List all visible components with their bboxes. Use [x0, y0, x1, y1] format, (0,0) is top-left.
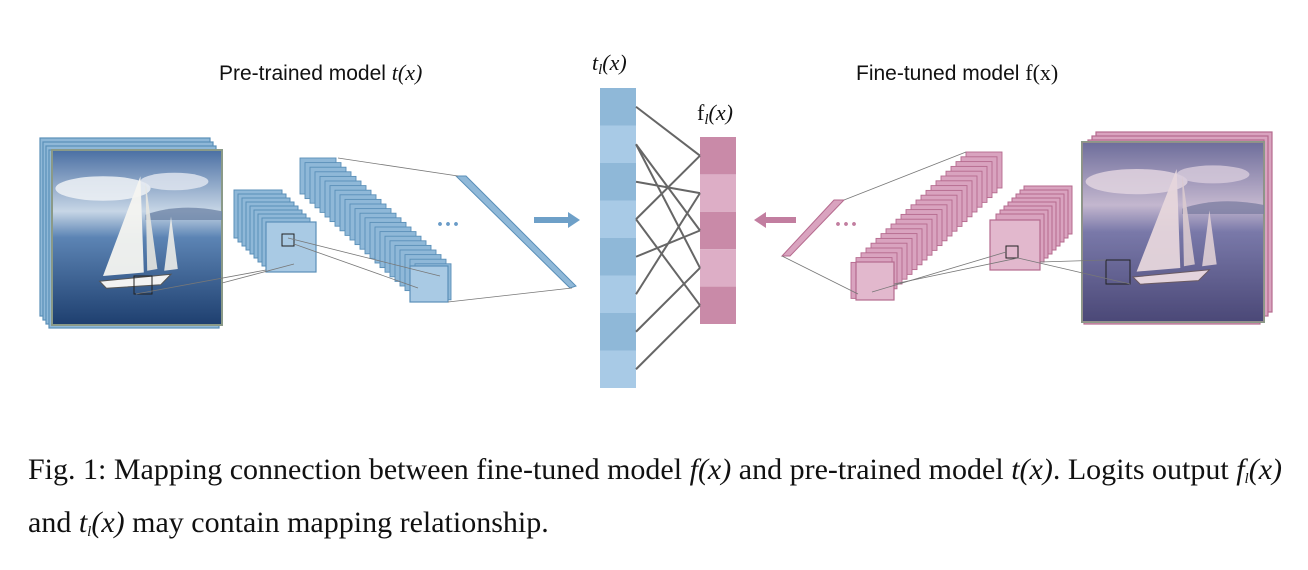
student-input-photo-foresail [1182, 174, 1195, 267]
finetuned-title-text: Fine-tuned model [856, 62, 1026, 85]
student-connector [1039, 259, 1107, 263]
student-logits-arg: (x) [708, 100, 733, 125]
student-conv1-front [989, 219, 1041, 271]
teacher-logit-cell [600, 350, 636, 388]
teacher-input-photo-foresail [145, 181, 158, 271]
caption-math-tl-sub: l [87, 524, 92, 540]
teacher-arrow-shaft [534, 217, 570, 223]
caption-math-fl: f [1236, 453, 1245, 486]
teacher-conv2-front [409, 265, 449, 303]
student-receptive-field [1105, 259, 1131, 285]
teacher-connector [221, 263, 295, 284]
teacher-logits-label: tl(x) [592, 50, 627, 79]
teacher-logit-cell [600, 88, 636, 126]
student-input-photo-jib [1202, 210, 1217, 267]
student-logit-cell [700, 249, 736, 287]
logit-mapping-line [635, 192, 701, 295]
caption-part2: and pre-trained model [731, 453, 1012, 486]
caption-part4: and [28, 506, 79, 539]
student-input-photo-tint [1082, 142, 1264, 322]
student-arrow-shaft [764, 217, 796, 223]
teacher-connector [337, 157, 459, 177]
teacher-receptive-field [133, 275, 153, 295]
logit-mapping-line [635, 105, 701, 157]
teacher-connector [135, 269, 267, 295]
diagram-canvas [39, 88, 1273, 388]
student-input-photo-hull [1131, 269, 1211, 285]
caption-math-t: t(x) [1011, 453, 1053, 486]
teacher-logit-cell [600, 163, 636, 201]
teacher-input-photo-hull [98, 273, 173, 289]
student-logit-cell [700, 137, 736, 175]
student-logit-cell [700, 286, 736, 324]
student-input-photo-cloud [1176, 165, 1250, 184]
student-connector [781, 255, 859, 295]
teacher-logit-cell [600, 238, 636, 276]
logit-mapping-line [635, 143, 701, 269]
student-logits-sub: l [704, 112, 709, 128]
logit-mapping-line [635, 154, 701, 220]
teacher-logit-cell [600, 275, 636, 313]
teacher-logits-base: t [592, 50, 599, 75]
logit-mapping-line [635, 267, 701, 333]
student-connector [843, 151, 967, 201]
student-connector [871, 251, 1007, 293]
caption-math-tl-arg: (x) [91, 506, 125, 539]
figure-caption: Fig. 1: Mapping connection between fine-… [28, 448, 1282, 554]
student-conv2-front [855, 261, 895, 301]
student-input-photo-mainsail [1136, 169, 1181, 272]
caption-part5: may contain mapping relationship. [124, 506, 549, 539]
student-connector [893, 257, 1019, 285]
teacher-logits-arg: (x) [602, 50, 627, 75]
student-input-photo-island [1182, 201, 1264, 214]
student-input-photo-cloud [1085, 169, 1188, 195]
student-logits-label: fl(x) [697, 100, 733, 129]
teacher-input-photo-mainsail [103, 176, 144, 276]
teacher-connector [293, 243, 419, 289]
teacher-logits-sub: l [598, 62, 603, 78]
student-ellipsis: ··· [834, 212, 859, 238]
teacher-fc-layer [454, 175, 577, 289]
pretrained-model-title: Pre-trained model t(x) [219, 60, 422, 86]
caption-part3: . Logits output [1052, 453, 1237, 486]
student-fc-layer [780, 199, 846, 257]
logit-mapping-line [635, 218, 701, 306]
teacher-input-photo-jib [164, 216, 178, 271]
right-arrow-icon [568, 212, 580, 228]
caption-math-f: f(x) [689, 453, 732, 486]
student-logit-cell [700, 174, 736, 212]
pretrained-title-math: t(x) [391, 60, 423, 85]
teacher-logit-cell [600, 125, 636, 163]
teacher-logit-cell [600, 200, 636, 238]
teacher-ellipsis: ··· [436, 212, 461, 238]
left-arrow-icon [754, 212, 766, 228]
teacher-connector [287, 237, 441, 277]
logit-mapping-line [635, 304, 701, 370]
caption-part1: Mapping connection between fine-tuned mo… [106, 453, 690, 486]
caption-math-tl: t [78, 506, 88, 539]
mapping-diagram: Pre-trained model t(x) Fine-tuned model … [39, 50, 1273, 388]
teacher-input-photo-cloud [140, 172, 209, 191]
student-connector [1017, 257, 1131, 285]
finetuned-model-title: Fine-tuned model f(x) [856, 60, 1058, 86]
student-logit-cell [700, 211, 736, 250]
teacher-input-photo-island [145, 207, 222, 220]
pretrained-title-text: Pre-trained model [219, 62, 392, 85]
teacher-logit-cell [600, 313, 636, 351]
teacher-conv1-kernel [281, 233, 295, 247]
teacher-connector [447, 287, 573, 303]
caption-prefix: Fig. 1: [28, 453, 107, 486]
caption-math-fl-sub: l [1244, 471, 1249, 487]
teacher-conv1-front [265, 221, 317, 273]
caption-math-fl-arg: (x) [1248, 453, 1283, 486]
finetuned-title-math: f(x) [1025, 60, 1059, 85]
student-logits-base: f [697, 100, 705, 125]
teacher-input-photo-cloud [55, 176, 151, 201]
